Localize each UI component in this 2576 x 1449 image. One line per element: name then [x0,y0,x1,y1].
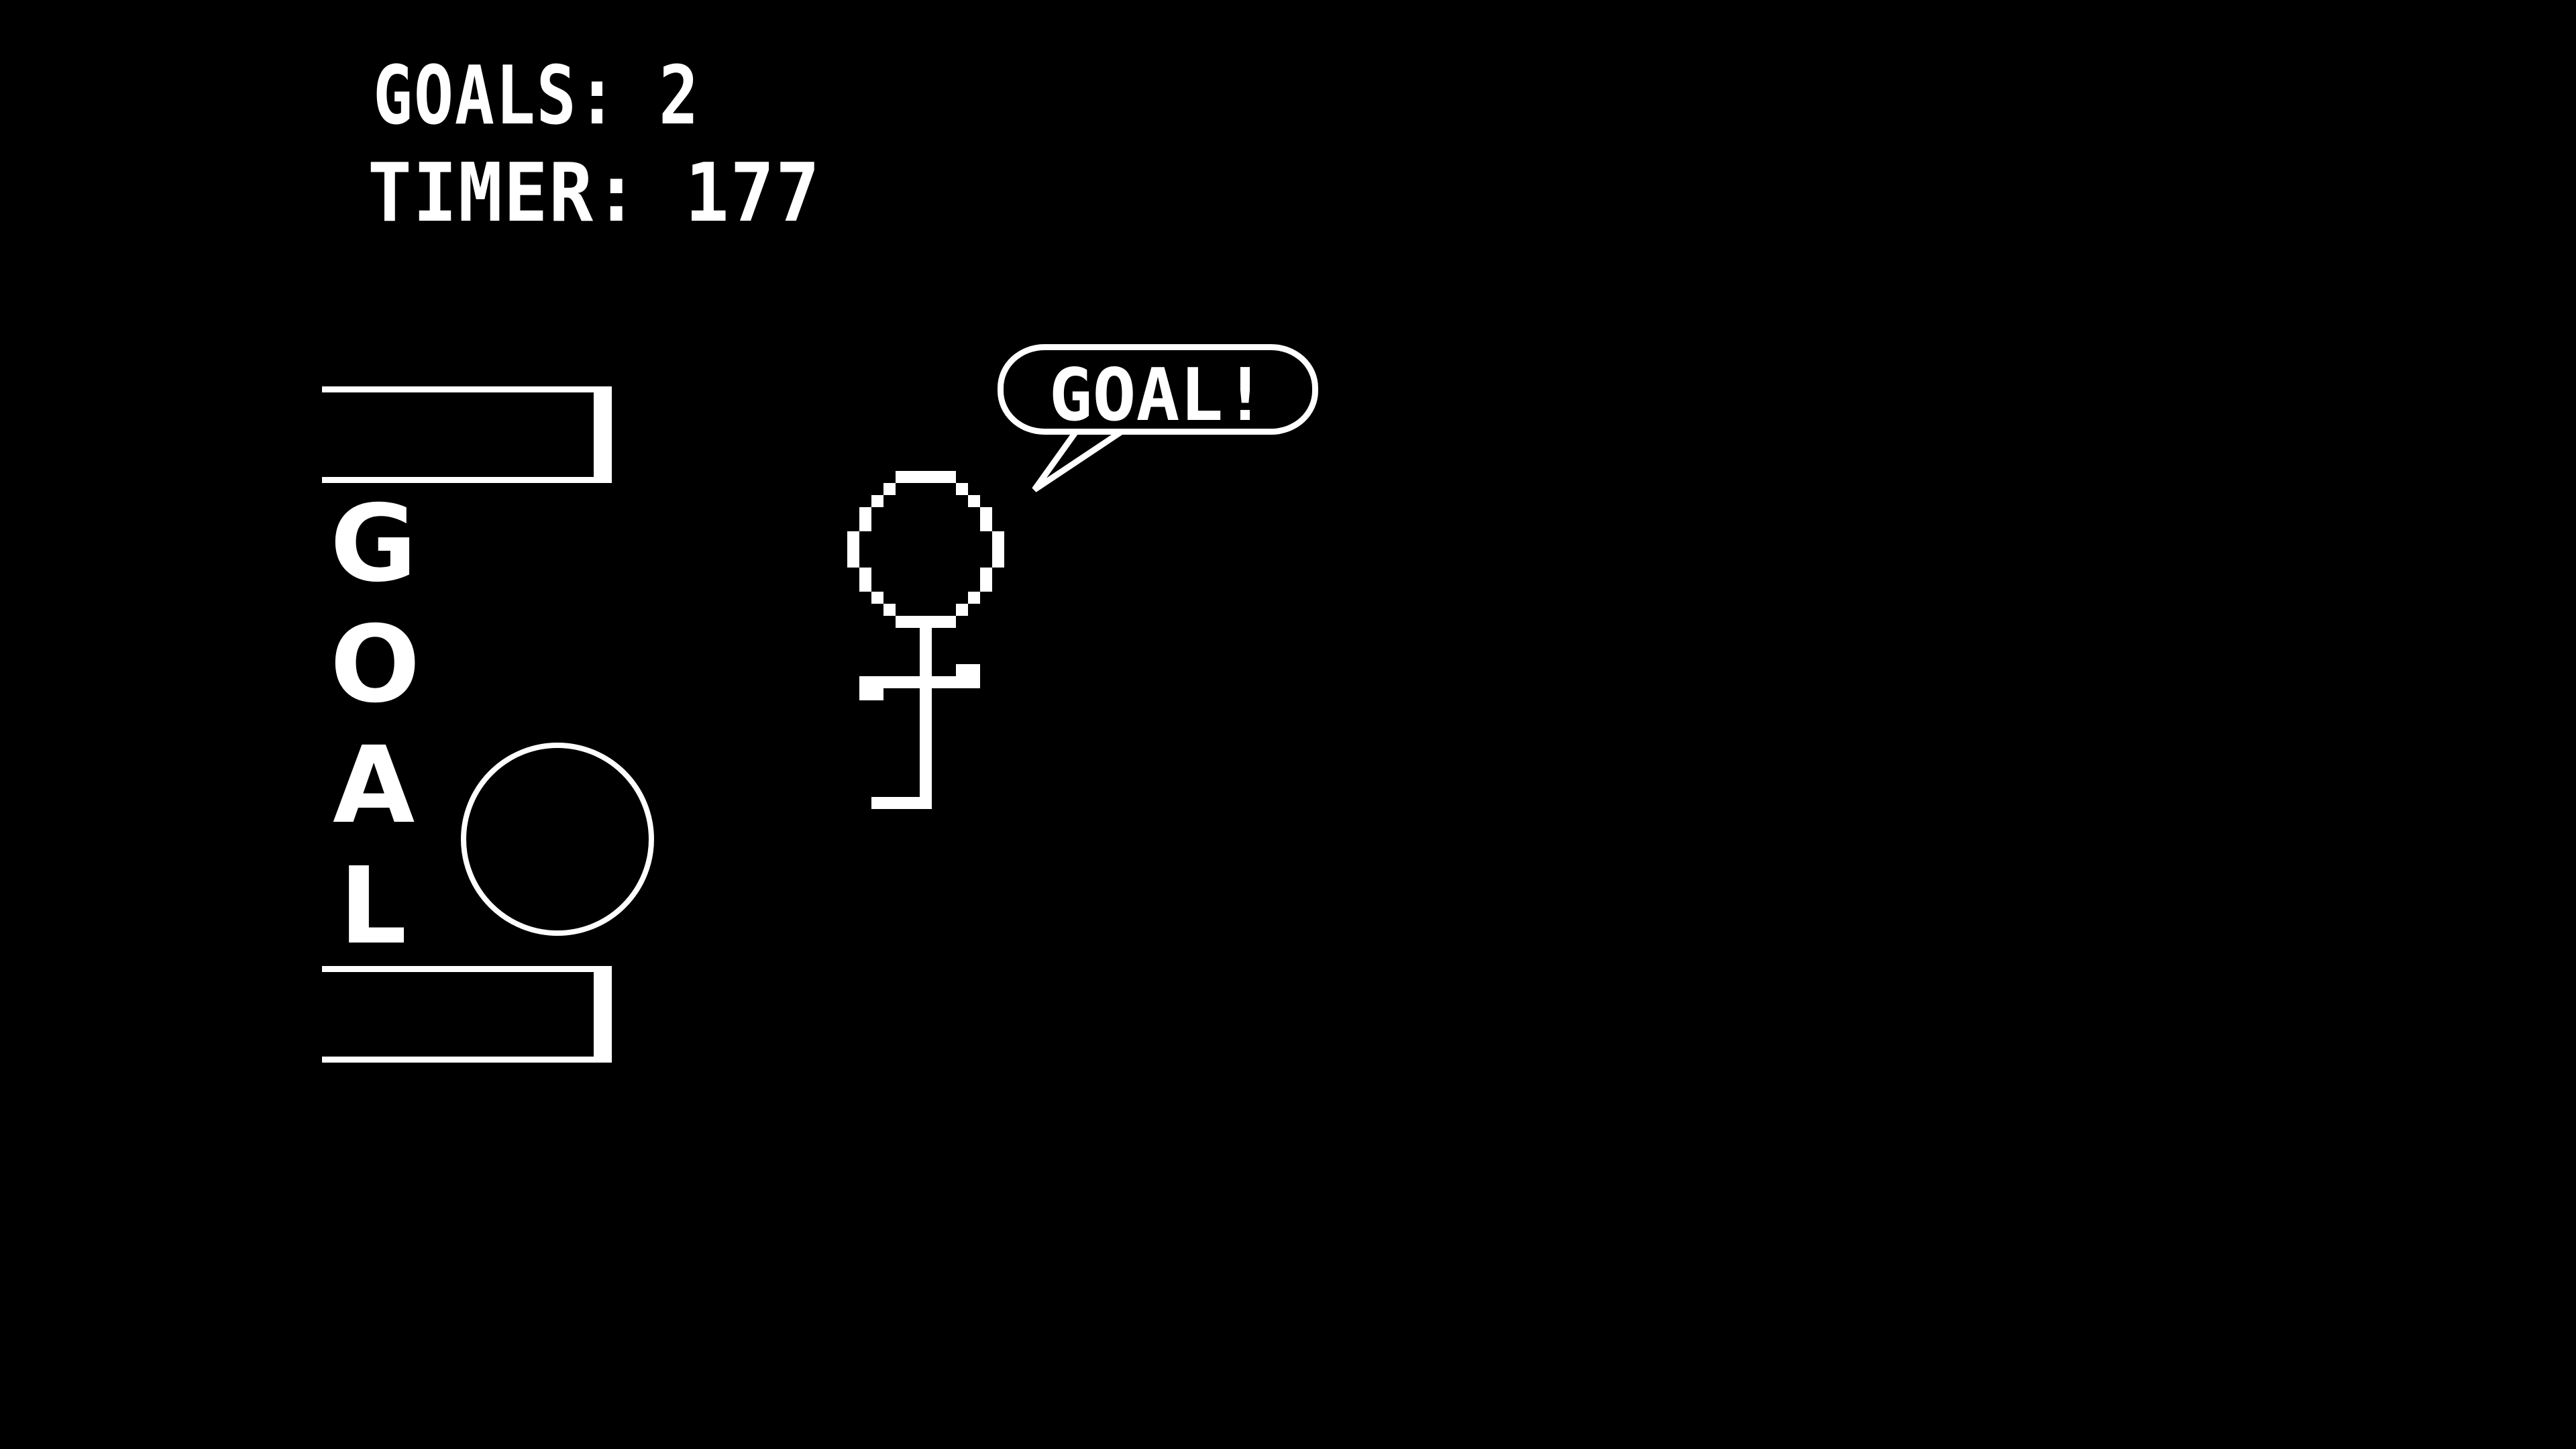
goal-post-top [322,386,612,483]
speech-bubble-text: GOAL! [1049,354,1267,437]
timer-counter: TIMER: 177 [368,147,821,240]
goal-letter-o: O [330,603,421,727]
goal-letter-l: L [339,845,407,968]
ball [461,743,654,936]
goal-letter-a: A [333,724,415,847]
goal-post-bottom [322,966,612,1063]
speech-bubble: GOAL! [998,344,1318,435]
goals-counter: GOALS: 2 [373,50,700,143]
goal-letter-g: G [330,482,417,606]
